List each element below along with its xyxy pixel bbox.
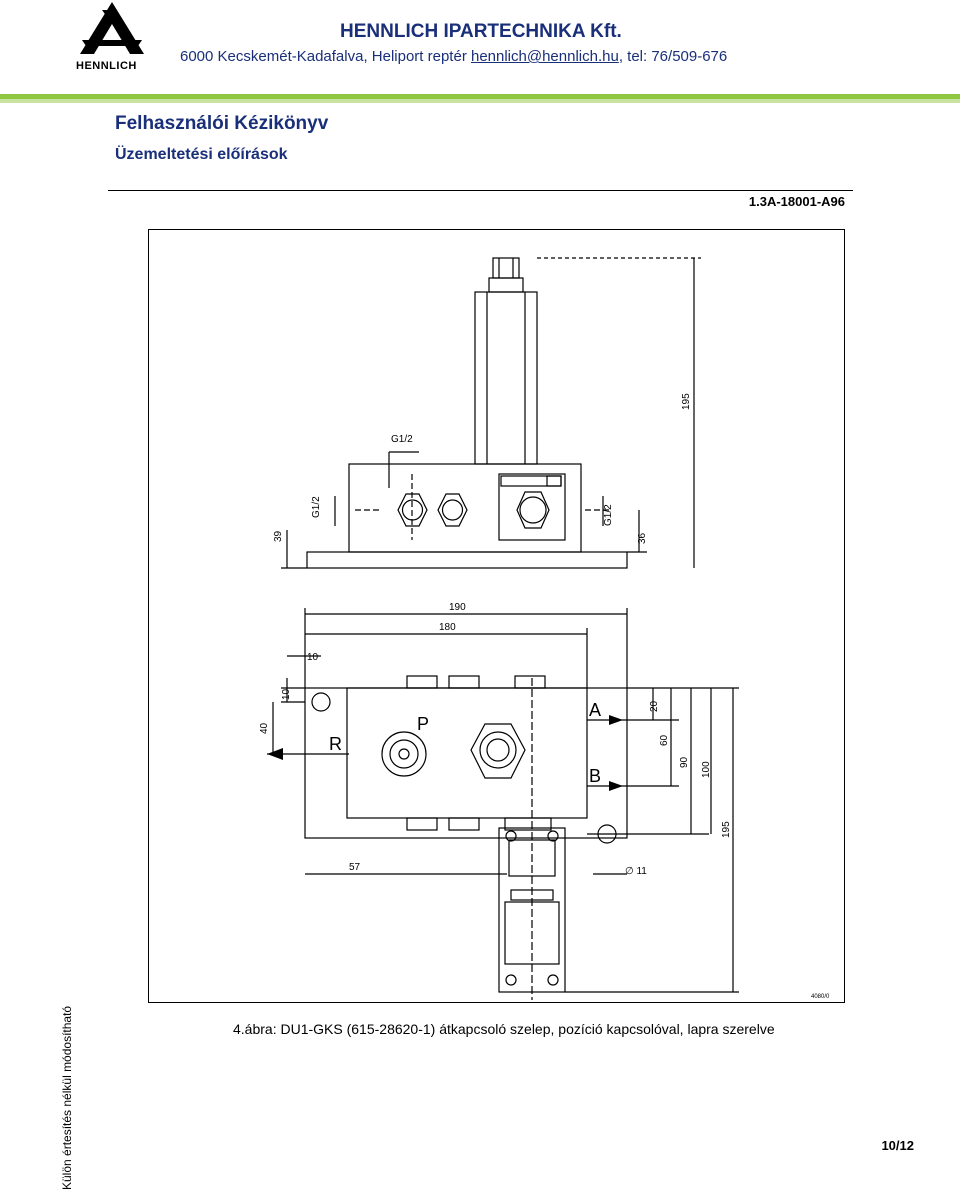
label-port-b: B: [589, 766, 601, 786]
company-name: HENNLICH IPARTECHNIKA Kft.: [340, 21, 622, 42]
page-number: 10/12: [881, 1138, 914, 1153]
label-d100: 100: [701, 761, 712, 778]
email-link[interactable]: hennlich@hennlich.hu: [470, 48, 619, 65]
label-d10b: 10: [281, 688, 292, 700]
label-d57: 57: [349, 862, 361, 873]
label-g12-left: G1/2: [311, 496, 322, 518]
label-d195-top: 195: [681, 393, 692, 410]
label-d11: ∅ 11: [625, 866, 647, 877]
label-d60: 60: [659, 734, 670, 746]
label-drawing-no: 4080/0: [811, 994, 830, 1000]
label-d180: 180: [439, 622, 456, 633]
valve-drawing-svg: G1/2 G1/2 G1/2 195 39 36 190 180 10 10 4…: [259, 257, 830, 1000]
label-d190: 190: [449, 602, 466, 613]
side-note: Külön értesítés nélkül módosítható: [60, 1005, 74, 1190]
header-bar: [0, 94, 960, 99]
label-g12-top: G1/2: [391, 434, 413, 445]
label-port-a: A: [589, 700, 601, 720]
label-port-p: P: [417, 714, 429, 734]
header-rule: [108, 190, 853, 191]
header-bar-light: [0, 99, 960, 103]
technical-drawing: G1/2 G1/2 G1/2 195 39 36 190 180 10 10 4…: [148, 229, 845, 1003]
label-g12-right: G1/2: [603, 504, 614, 526]
document-title: Felhasználói Kézikönyv: [115, 113, 329, 134]
document-id: 1.3A-18001-A96: [748, 194, 845, 209]
label-port-r: R: [329, 734, 342, 754]
address-suffix: , tel: 76/509-676: [618, 48, 728, 65]
company-address: 6000 Kecskemét-Kadafalva, Heliport repté…: [180, 48, 727, 65]
label-d36: 36: [637, 532, 648, 544]
address-prefix: 6000 Kecskemét-Kadafalva, Heliport repté…: [180, 48, 471, 65]
label-d20: 20: [649, 700, 660, 712]
logo-text: HENNLICH: [76, 60, 137, 72]
figure-caption: 4.ábra: DU1-GKS (615-28620-1) átkapcsoló…: [233, 1021, 775, 1037]
label-d90: 90: [679, 756, 690, 768]
label-d40: 40: [259, 722, 270, 734]
label-d10a: 10: [307, 652, 319, 663]
label-d39: 39: [273, 530, 284, 542]
hennlich-logo-icon: [80, 2, 144, 54]
document-subtitle: Üzemeltetési előírások: [115, 146, 288, 163]
label-d195-side: 195: [721, 821, 732, 838]
